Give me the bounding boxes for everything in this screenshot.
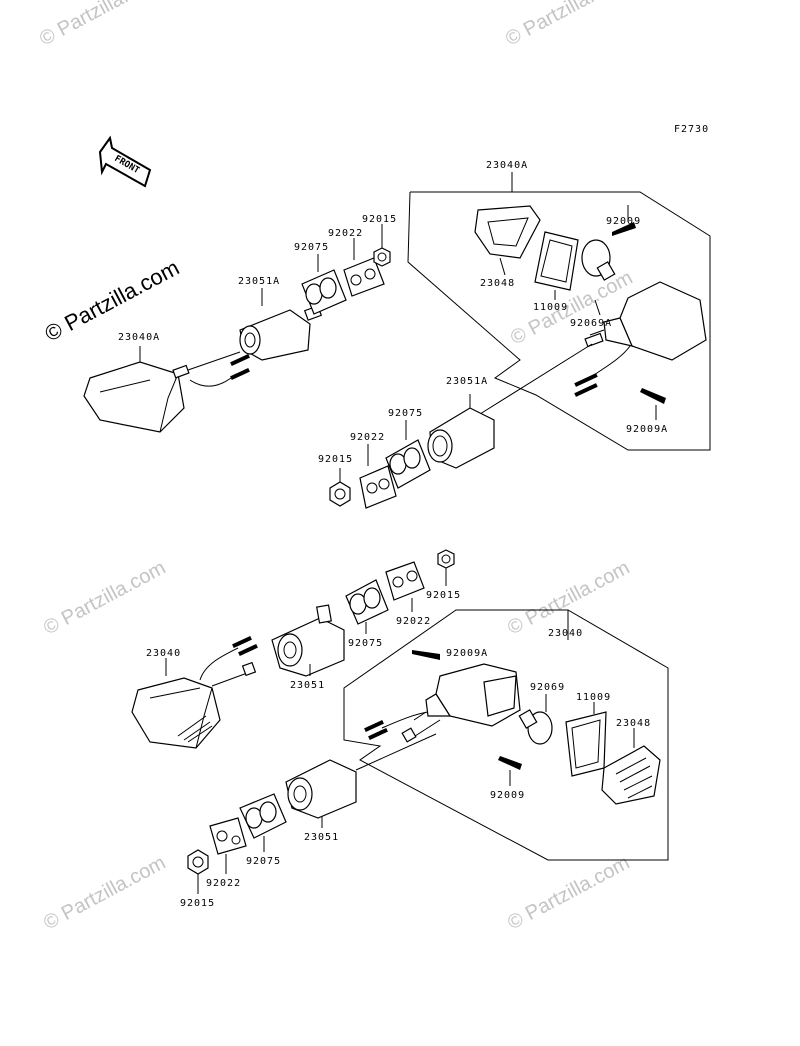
part-label[interactable]: 92022: [328, 228, 363, 239]
gasket-part: [534, 231, 579, 291]
housing-part: [83, 361, 185, 433]
rear-left-assembly: 23040 23051 92075 92022 92015: [131, 549, 461, 749]
part-label[interactable]: 23051: [290, 680, 325, 691]
watermark: © Partzilla.com: [504, 557, 633, 640]
part-label[interactable]: 23048: [480, 278, 515, 289]
part-label[interactable]: 92009: [490, 790, 525, 801]
part-label[interactable]: 92015: [318, 454, 353, 465]
watermark: © Partzilla.com: [40, 852, 169, 935]
nut-part: [187, 849, 209, 875]
part-label[interactable]: 23040A: [118, 332, 160, 343]
part-label[interactable]: 23048: [616, 718, 651, 729]
watermark: © Partzilla.com: [36, 0, 165, 50]
part-label[interactable]: 23040: [548, 628, 583, 639]
part-label[interactable]: 23040A: [486, 160, 528, 171]
part-label[interactable]: 92015: [180, 898, 215, 909]
front-right-assembly: 23040A 23048 11009 92069A 92009 92009A: [407, 160, 711, 451]
plate-part: [385, 561, 425, 601]
housing-part: [619, 281, 707, 361]
part-label[interactable]: 92075: [246, 856, 281, 867]
rear-right-stay-group: 23051 92075 92022 92015: [180, 759, 357, 909]
watermark-logo: © Partzilla.com: [41, 255, 184, 347]
nut-part: [437, 549, 455, 569]
front-left-assembly: 23040A 23051A 92075 92022 92015: [83, 214, 397, 433]
plate-part: [209, 817, 247, 855]
housing-part: [131, 677, 221, 749]
part-label[interactable]: 23051A: [446, 376, 488, 387]
watermark: © Partzilla.com: [40, 557, 169, 640]
watermark: © Partzilla.com: [502, 0, 631, 50]
part-label[interactable]: 92022: [206, 878, 241, 889]
part-label[interactable]: 92009A: [626, 424, 668, 435]
watermark: © Partzilla.com: [504, 852, 633, 935]
figure-code: F2730: [674, 124, 709, 135]
nut-part: [373, 247, 391, 267]
plate-part: [359, 465, 397, 509]
part-label[interactable]: 11009: [576, 692, 611, 703]
part-label[interactable]: 11009: [533, 302, 568, 313]
lens-part: [601, 745, 661, 805]
screw-part: [498, 756, 522, 770]
assembly-frame: [343, 609, 669, 861]
part-label[interactable]: 92075: [388, 408, 423, 419]
screw-part: [612, 222, 636, 236]
lens-part: [474, 205, 541, 259]
nut-part: [329, 481, 351, 507]
part-label[interactable]: 92009: [606, 216, 641, 227]
part-label[interactable]: 92069A: [570, 318, 612, 329]
part-label[interactable]: 92015: [426, 590, 461, 601]
front-arrow-icon: FRONT: [98, 135, 152, 188]
part-label[interactable]: 92022: [396, 616, 431, 627]
part-label[interactable]: 92015: [362, 214, 397, 225]
plate-part: [343, 257, 385, 297]
assembly-frame: [407, 191, 711, 451]
part-label[interactable]: 92069: [530, 682, 565, 693]
part-label[interactable]: 23051A: [238, 276, 280, 287]
rear-right-assembly: 23040 92009A 92069 11009 23048 92009: [343, 609, 669, 861]
part-label[interactable]: 92022: [350, 432, 385, 443]
part-label[interactable]: 92009A: [446, 648, 488, 659]
part-label[interactable]: 92075: [294, 242, 329, 253]
part-label[interactable]: 23051: [304, 832, 339, 843]
part-label[interactable]: 23040: [146, 648, 181, 659]
part-label[interactable]: 92075: [348, 638, 383, 649]
front-right-stay-group: 23051A 92075 92022 92015: [318, 376, 495, 509]
